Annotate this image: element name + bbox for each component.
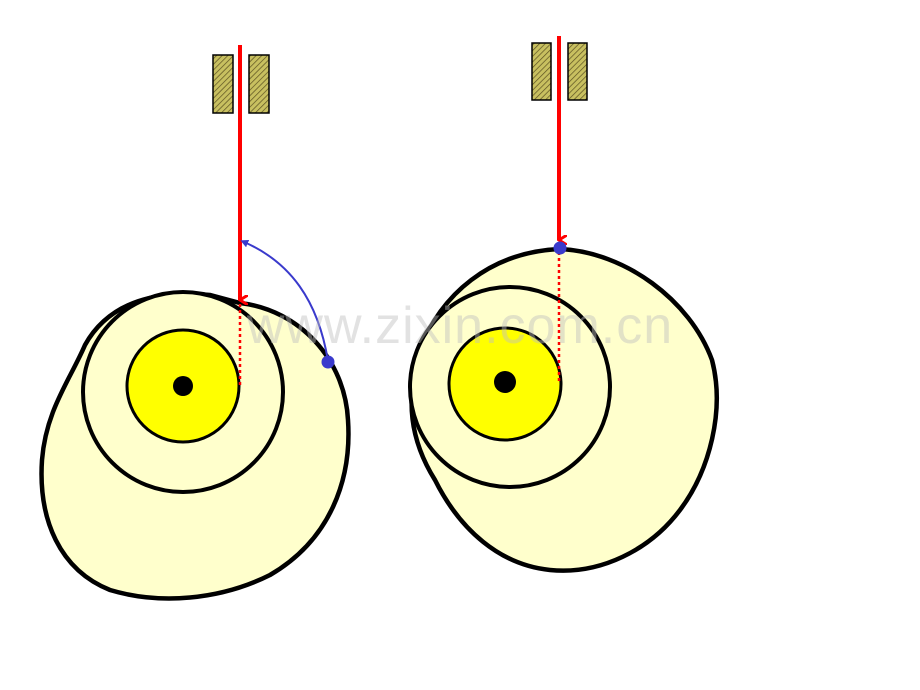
right-shaft-center	[494, 371, 516, 393]
left-guide-bearing-left	[212, 54, 234, 114]
right-mechanism	[408, 36, 719, 573]
left-shaft-center	[173, 376, 193, 396]
left-contact-point	[321, 355, 335, 369]
left-mechanism	[39, 45, 351, 601]
right-guide-bearing-right	[567, 42, 588, 101]
right-guide-bearing-left	[531, 42, 552, 101]
left-rotation-arc	[240, 239, 329, 362]
left-guide-bearing-right	[248, 54, 270, 114]
right-contact-point	[553, 241, 567, 255]
